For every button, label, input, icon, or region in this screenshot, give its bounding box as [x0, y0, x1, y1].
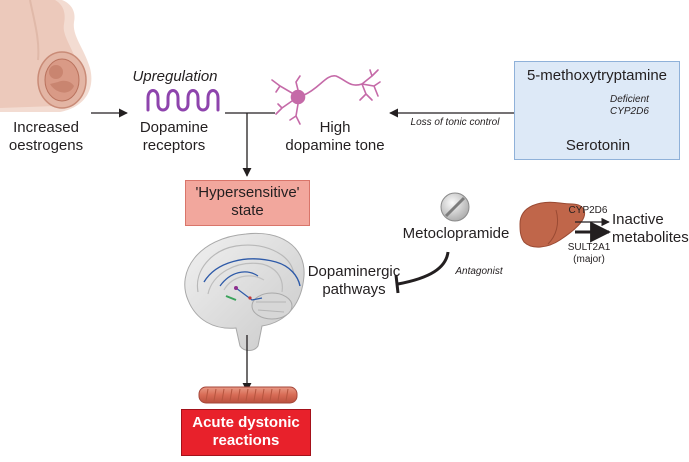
muscle-fiber-icon — [198, 386, 298, 404]
deficient-cyp2d6-label: Deficient CYP2D6 — [610, 94, 649, 117]
serotonin-label: Serotonin — [565, 137, 631, 154]
methoxytryptamine-label: 5-methoxytryptamine — [526, 67, 668, 84]
cyp2d6-label: CYP2D6 — [568, 205, 608, 216]
sult2a1-label: SULT2A1 (major) — [567, 242, 611, 265]
oestrogens-label: Increased oestrogens — [8, 119, 84, 154]
receptor-coil-icon — [146, 89, 220, 112]
metoclopramide-label: Metoclopramide — [402, 225, 510, 242]
hypersensitive-state-label: 'Hypersensitive' state — [195, 184, 300, 219]
pregnant-woman-icon — [0, 0, 92, 112]
brain-icon — [184, 232, 305, 351]
pill-icon — [440, 192, 470, 222]
inactive-metabolites-label: Inactive metabolites — [612, 211, 689, 246]
loss-of-tonic-control-label: Loss of tonic control — [410, 117, 500, 128]
acute-dystonic-box — [181, 409, 311, 456]
acute-dystonic-reactions-label: Acute dystonic reactions — [192, 414, 300, 449]
hypersensitive-box — [185, 180, 310, 226]
liver-icon — [519, 201, 586, 248]
antagonist-label: Antagonist — [455, 266, 503, 277]
dopamine-receptors-label: Dopamine receptors — [139, 119, 209, 154]
neuron-icon — [271, 69, 381, 125]
serotonin-pathway-box — [514, 61, 680, 160]
dopaminergic-pathways-label: Dopaminergic pathways — [307, 263, 401, 298]
upregulation-label: Upregulation — [132, 68, 218, 85]
high-dopamine-tone-label: High dopamine tone — [285, 119, 385, 154]
